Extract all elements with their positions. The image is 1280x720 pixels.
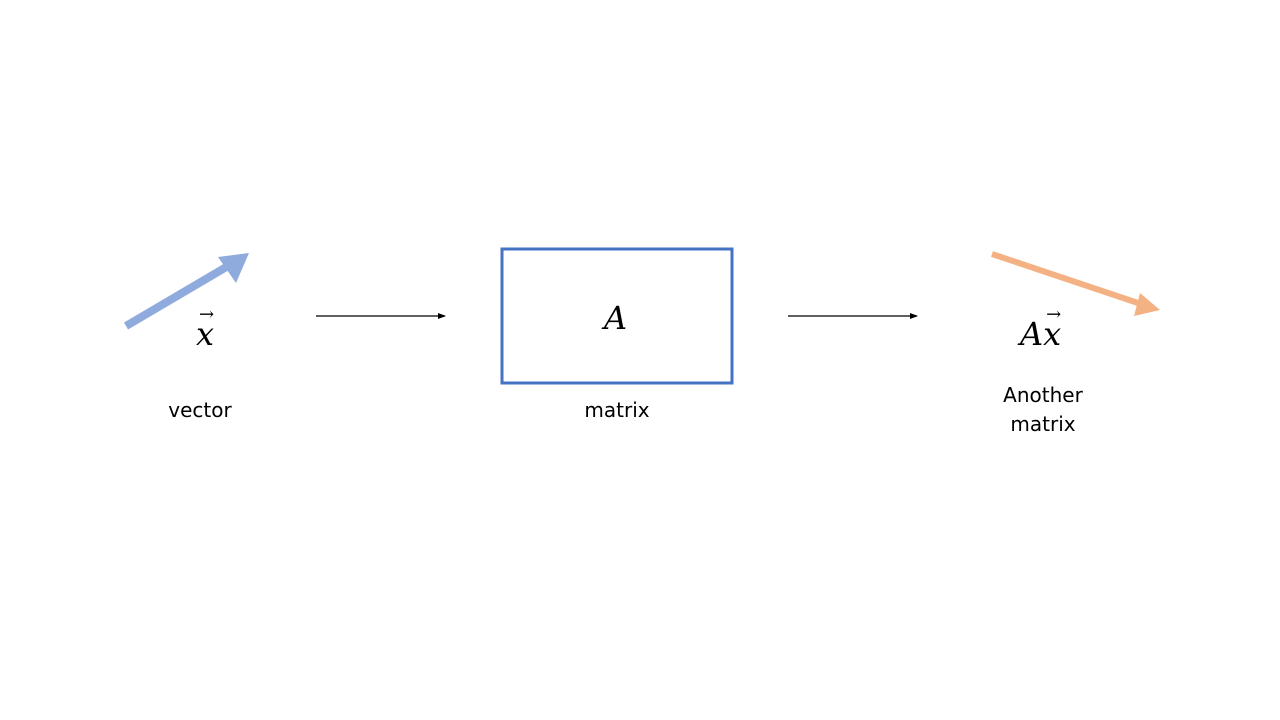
output-vector-x: x → [1043,306,1062,353]
input-vector-arrow [123,253,249,330]
output-vector-symbol: A x → [1020,306,1062,353]
vector-arrow-mark: → [198,304,215,325]
output-matrix-letter: A [1020,315,1044,353]
matrix-box [500,247,734,385]
matrix-caption: matrix [584,398,650,422]
vector-x-letter: x [196,315,215,353]
output-caption-line-2: matrix [1010,412,1076,436]
output-vector-arrow-mark: → [1046,304,1062,325]
vector-x: x → [196,306,215,353]
matrix-symbol: A [604,299,628,337]
output-caption-line-1: Another [1003,383,1083,407]
output-vector-x-letter: x [1043,315,1062,353]
output-vector-arrow [991,251,1160,316]
vector-caption: vector [168,398,232,422]
output-caption: Another matrix [983,381,1103,439]
input-vector-symbol: x → [196,306,215,353]
